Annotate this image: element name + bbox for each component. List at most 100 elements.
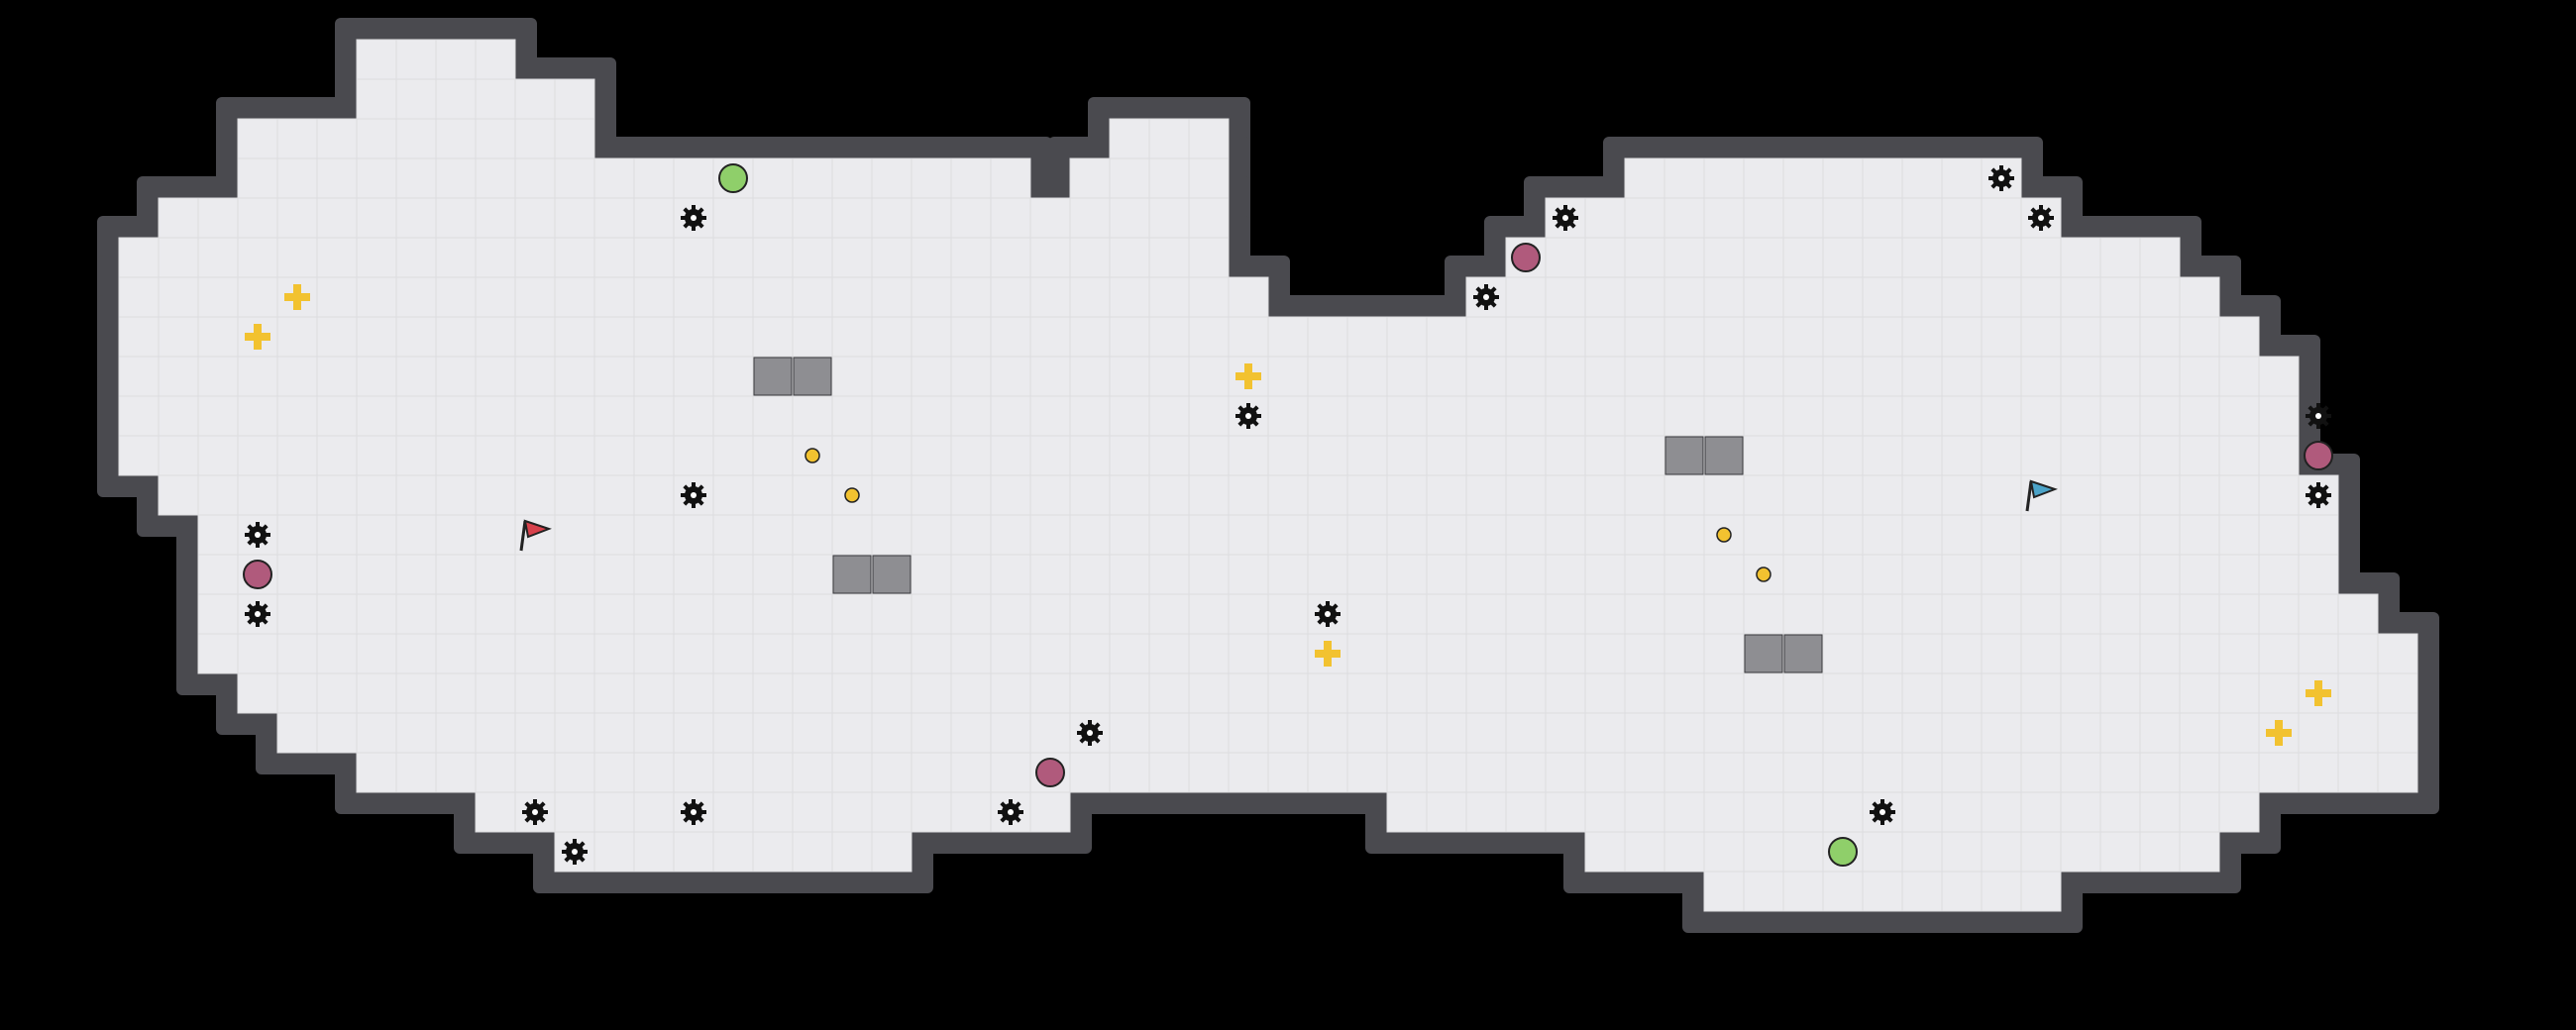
floor-tile [990, 316, 1031, 358]
floor-tile [356, 554, 397, 595]
floor-tile [950, 791, 992, 833]
floor-tile [554, 633, 595, 674]
floor-tile [1664, 316, 1705, 358]
floor-tile [554, 118, 595, 159]
floor-tile [792, 474, 833, 516]
floor-tile [1822, 871, 1864, 912]
floor-tile [593, 316, 635, 358]
floor-tile [2258, 435, 2300, 476]
floor-tile [911, 752, 952, 793]
floor-tile [356, 157, 397, 199]
floor-tile [712, 356, 754, 397]
floor-tile [1862, 791, 1903, 833]
floor-tile [316, 197, 358, 239]
floor-tile [752, 157, 794, 199]
floor-tile [871, 237, 912, 278]
floor-tile [1148, 118, 1190, 159]
floor-tile [1862, 276, 1903, 318]
floor-tile [673, 157, 714, 199]
floor-tile [475, 197, 516, 239]
floor-tile [1148, 593, 1190, 635]
floor-tile [554, 791, 595, 833]
floor-tile [2139, 672, 2181, 714]
floor-tile [1188, 474, 1230, 516]
floor-tile [1465, 474, 1507, 516]
floor-tile [2060, 633, 2101, 674]
floor-tile [1822, 514, 1864, 556]
spike-center [1879, 809, 1885, 815]
floor-tile [2060, 752, 2101, 793]
floor-tile [2060, 474, 2101, 516]
floor-tile [1109, 276, 1150, 318]
floor-tile [1545, 395, 1586, 437]
floor-tile [911, 395, 952, 437]
spike-center [2038, 215, 2044, 221]
floor-tile [950, 197, 992, 239]
floor-tile [1664, 514, 1705, 556]
spike-icon [2028, 205, 2054, 231]
floor-tile [1346, 474, 1388, 516]
floor-tile [1426, 554, 1467, 595]
floor-tile [1029, 554, 1071, 595]
floor-tile [1822, 237, 1864, 278]
boost-bar-h [1315, 650, 1341, 658]
floor-tile [831, 237, 873, 278]
floor-tile [395, 39, 437, 80]
floor-tile [1941, 474, 1983, 516]
floor-tile [356, 276, 397, 318]
floor-tile [752, 593, 794, 635]
floor-tile [1148, 633, 1190, 674]
floor-tile [158, 435, 199, 476]
floor-tile [1981, 435, 2022, 476]
floor-tile [1307, 474, 1348, 516]
floor-tile [2020, 276, 2062, 318]
floor-tile [1584, 672, 1626, 714]
floor-layer [118, 39, 2418, 912]
floor-tile [1465, 554, 1507, 595]
floor-tile [990, 474, 1031, 516]
floor-tile [1188, 197, 1230, 239]
spike-icon [1473, 284, 1499, 310]
floor-tile [633, 474, 675, 516]
floor-tile [1426, 633, 1467, 674]
floor-tile [158, 276, 199, 318]
floor-tile [356, 633, 397, 674]
floor-tile [2099, 356, 2141, 397]
floor-tile [1901, 276, 1943, 318]
flag-cloth [2029, 479, 2058, 499]
floor-tile [911, 157, 952, 199]
floor-tile [1743, 871, 1784, 912]
floor-tile [1743, 197, 1784, 239]
spike-center [1483, 294, 1489, 300]
floor-tile [871, 593, 912, 635]
floor-tile [1267, 712, 1309, 754]
floor-tile [237, 356, 278, 397]
floor-tile [1188, 752, 1230, 793]
floor-tile [514, 593, 556, 635]
floor-tile [158, 356, 199, 397]
floor-tile [554, 712, 595, 754]
floor-tile [514, 197, 556, 239]
floor-tile [2218, 395, 2260, 437]
floor-tile [1465, 752, 1507, 793]
floor-tile [911, 672, 952, 714]
floor-tile [1148, 712, 1190, 754]
floor-tile [1386, 474, 1428, 516]
floor-tile [673, 831, 714, 873]
floor-tile [514, 435, 556, 476]
floor-tile [2298, 752, 2339, 793]
floor-tile [712, 593, 754, 635]
floor-tile [1148, 316, 1190, 358]
floor-tile [1743, 157, 1784, 199]
floor-tile [1782, 276, 1824, 318]
floor-tile [2139, 435, 2181, 476]
floor-tile [712, 752, 754, 793]
floor-tile [752, 514, 794, 556]
floor-tile [435, 672, 477, 714]
floor-tile [2020, 712, 2062, 754]
floor-tile [2020, 831, 2062, 873]
floor-tile [1307, 435, 1348, 476]
floor-tile [2139, 356, 2181, 397]
